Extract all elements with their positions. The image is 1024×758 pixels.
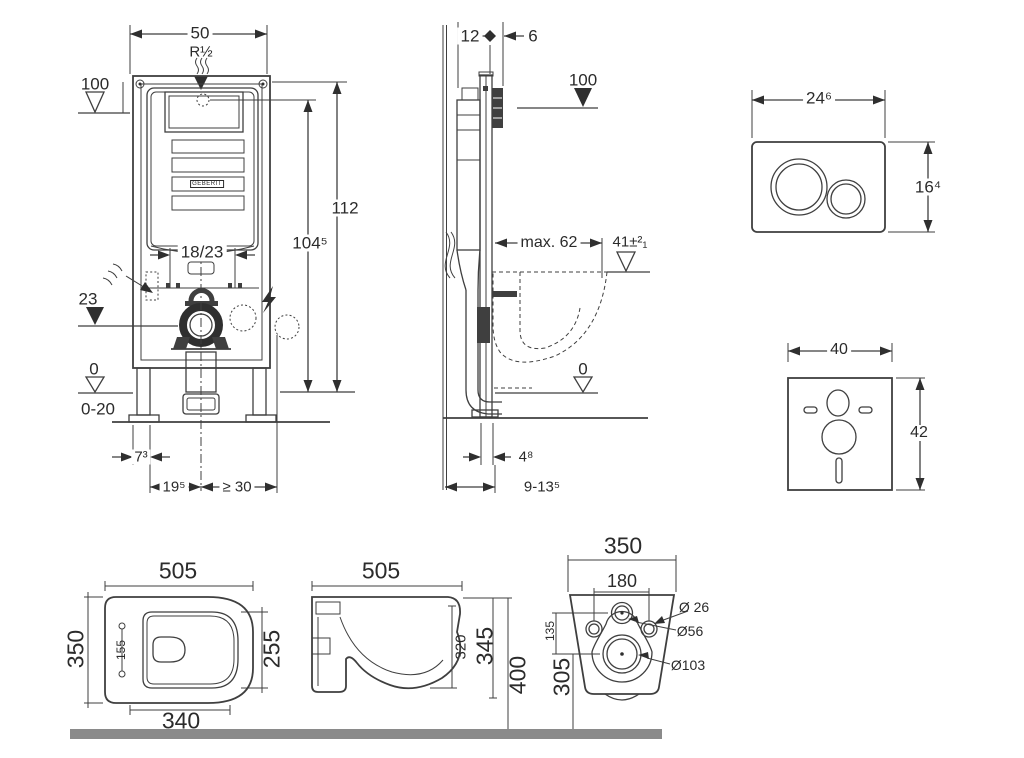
dim-depth-6: 6 xyxy=(528,26,538,46)
dim-height-112: 112 xyxy=(328,199,362,217)
dim-height-104: 104⁵ xyxy=(289,234,331,252)
level-0-front: 0 xyxy=(89,359,99,379)
dim-depth-12: 12 xyxy=(457,27,483,45)
dim-foot-width: 7³ xyxy=(131,449,151,465)
toilet-top-view xyxy=(84,581,268,715)
toilet-rear-view xyxy=(552,555,689,729)
dim-wall-range: 9-13⁵ xyxy=(523,478,561,496)
dim-floor-range: 0-20 xyxy=(80,399,116,419)
dim-seat-height: 41±²₁ xyxy=(612,233,648,251)
dim-height-320: 320 xyxy=(452,634,470,660)
dim-plate-width: 24⁶ xyxy=(803,89,835,107)
level-23: 23 xyxy=(78,289,98,309)
dim-inlet-thread: R½ xyxy=(189,43,213,61)
dim-bolt-spacing: 180 xyxy=(603,572,641,590)
dim-pad-height: 42 xyxy=(907,425,931,441)
dim-pipe-spacing: 18/23 xyxy=(177,243,227,261)
dim-offset-19: 19⁵ xyxy=(159,479,189,495)
dim-rear-width: 350 xyxy=(603,532,643,559)
dim-hinge-spacing: 155 xyxy=(114,639,128,661)
dim-bowl-width: 350 xyxy=(62,629,89,669)
dim-height-400: 400 xyxy=(504,655,531,695)
dim-rail-depth: 4⁸ xyxy=(518,448,534,466)
level-100-side: 100 xyxy=(568,70,598,90)
dim-dia-26: Ø 26 xyxy=(678,599,710,615)
dim-inlet-drain-dist: 135 xyxy=(543,620,557,642)
sound-pad-view xyxy=(787,343,925,491)
dim-inner-width: 340 xyxy=(161,707,201,734)
dim-pad-width: 40 xyxy=(827,342,851,358)
dim-seat-length: 255 xyxy=(258,629,285,669)
dim-plate-height: 16⁴ xyxy=(911,178,945,196)
toilet-side-view xyxy=(311,581,512,729)
dim-bowl-length-side: 505 xyxy=(361,557,401,584)
level-100-front: 100 xyxy=(80,74,110,94)
dim-frame-width: 50 xyxy=(187,24,213,42)
flush-plate-view xyxy=(751,90,935,233)
dim-max-depth: max. 62 xyxy=(517,235,581,251)
dim-height-345: 345 xyxy=(471,626,498,666)
dim-drain-height: 305 xyxy=(548,657,575,697)
dim-bowl-length-top: 505 xyxy=(158,557,198,584)
floor-bar xyxy=(70,729,662,739)
dim-offset-min30: ≥ 30 xyxy=(219,479,255,495)
dim-dia-56: Ø56 xyxy=(676,623,704,639)
dim-dia-103: Ø103 xyxy=(670,657,706,673)
geberit-logo: GEBERIT xyxy=(190,180,224,188)
frame-front-view xyxy=(78,25,355,493)
frame-side-view xyxy=(442,22,650,493)
level-0-side: 0 xyxy=(578,359,588,379)
